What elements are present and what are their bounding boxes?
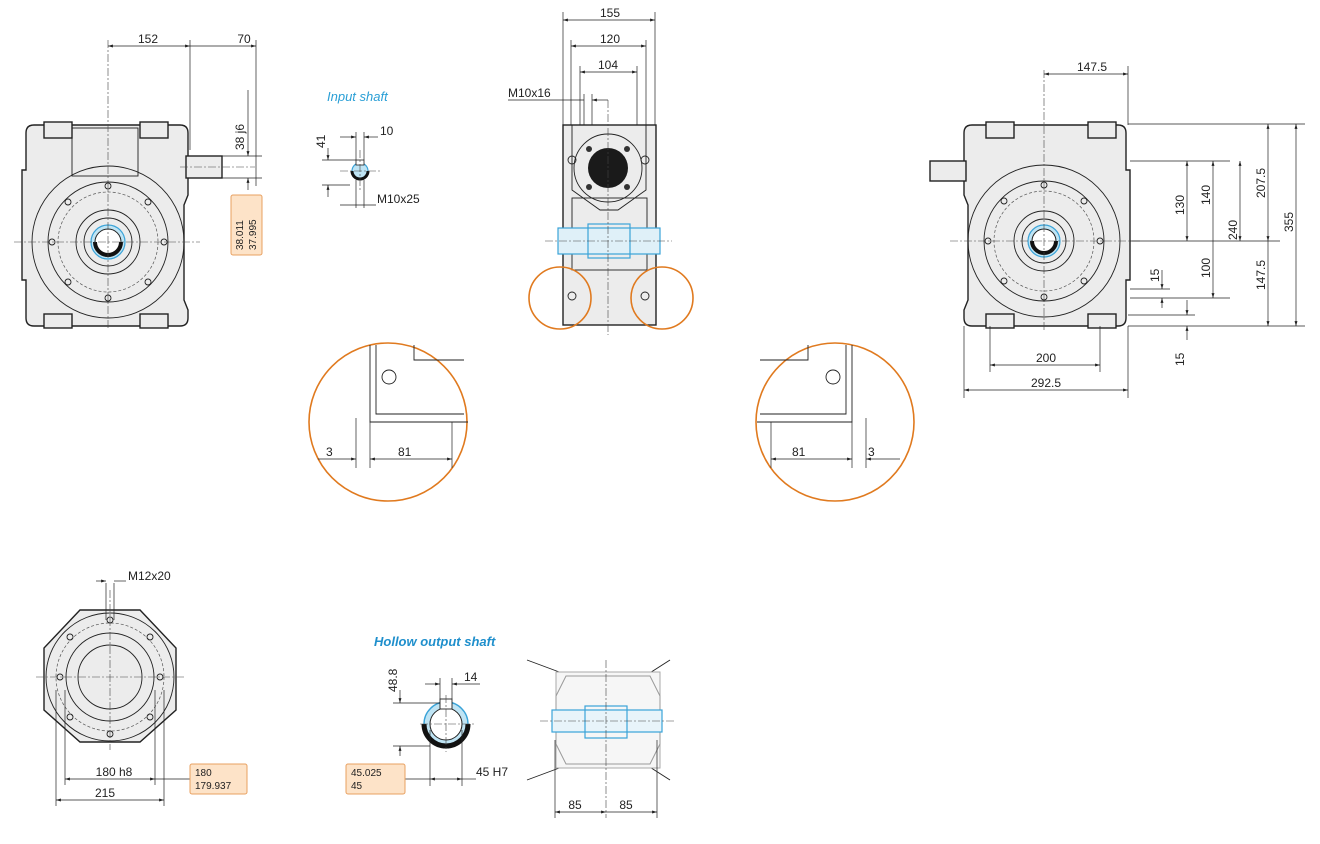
thread-m12x20: M12x20 [128, 569, 171, 583]
dim-15-upper: 15 [1148, 268, 1162, 282]
detail-right-dim-81: 81 [792, 445, 806, 459]
thread-m10x25: M10x25 [377, 192, 420, 206]
top-view: 155 120 104 M10x16 [508, 6, 694, 335]
dim-147-5-top: 147.5 [1077, 60, 1107, 74]
detail-left-dim-81: 81 [398, 445, 412, 459]
hollow-shaft-view: Hollow output shaft 14 48.8 45 H7 45.025… [345, 634, 508, 795]
dim-140: 140 [1199, 185, 1213, 205]
dim-14: 14 [464, 670, 478, 684]
hollow-output-shaft-caption: Hollow output shaft [374, 634, 496, 649]
detail-left: 3 81 [308, 342, 468, 502]
detail-right-dim-3: 3 [868, 445, 875, 459]
dim-215: 215 [95, 786, 115, 800]
dim-15-lower: 15 [1173, 352, 1187, 366]
dim-10: 10 [380, 124, 394, 138]
dim-48-8: 48.8 [386, 668, 400, 692]
input-shaft-caption: Input shaft [327, 89, 389, 104]
dim-45-h7: 45 H7 [476, 765, 508, 779]
dim-155: 155 [600, 6, 620, 20]
side-view: 147.5 130 140 240 207.5 355 100 147.5 15… [929, 60, 1305, 398]
bottom-view: 85 85 [526, 659, 675, 818]
flange-view: M12x20 180 h8 215 180 179.937 [36, 569, 248, 806]
dim-85-left: 85 [568, 798, 582, 812]
dim-85-right: 85 [619, 798, 633, 812]
dim-130: 130 [1173, 195, 1187, 215]
dim-100: 100 [1199, 258, 1213, 278]
dim-104: 104 [598, 58, 618, 72]
dim-70: 70 [237, 32, 251, 46]
dim-120: 120 [600, 32, 620, 46]
tol-45-lower: 45 [351, 781, 363, 792]
dim-38-j6: 38 j6 [233, 124, 247, 150]
detail-left-dim-3: 3 [326, 445, 333, 459]
dim-240: 240 [1226, 220, 1240, 240]
tol-38-upper: 38.011 [235, 220, 246, 250]
dim-180-h8: 180 h8 [96, 765, 133, 779]
tol-45-upper: 45.025 [351, 768, 382, 779]
dim-207-5: 207.5 [1254, 168, 1268, 198]
dim-41: 41 [314, 134, 328, 148]
dim-292-5: 292.5 [1031, 376, 1061, 390]
front-view: 152 70 38 j6 38.011 37.995 [14, 32, 263, 330]
dim-200: 200 [1036, 351, 1056, 365]
input-shaft-view: Input shaft 10 41 M10x25 [314, 89, 420, 208]
tol-180-upper: 180 [195, 768, 212, 779]
dim-152: 152 [138, 32, 158, 46]
detail-right: 81 3 [755, 342, 915, 502]
tol-38-lower: 37.995 [248, 219, 259, 250]
dim-147-5-right: 147.5 [1254, 260, 1268, 290]
tol-180-lower: 179.937 [195, 781, 232, 792]
thread-m10x16: M10x16 [508, 86, 551, 100]
dim-355: 355 [1282, 212, 1296, 232]
